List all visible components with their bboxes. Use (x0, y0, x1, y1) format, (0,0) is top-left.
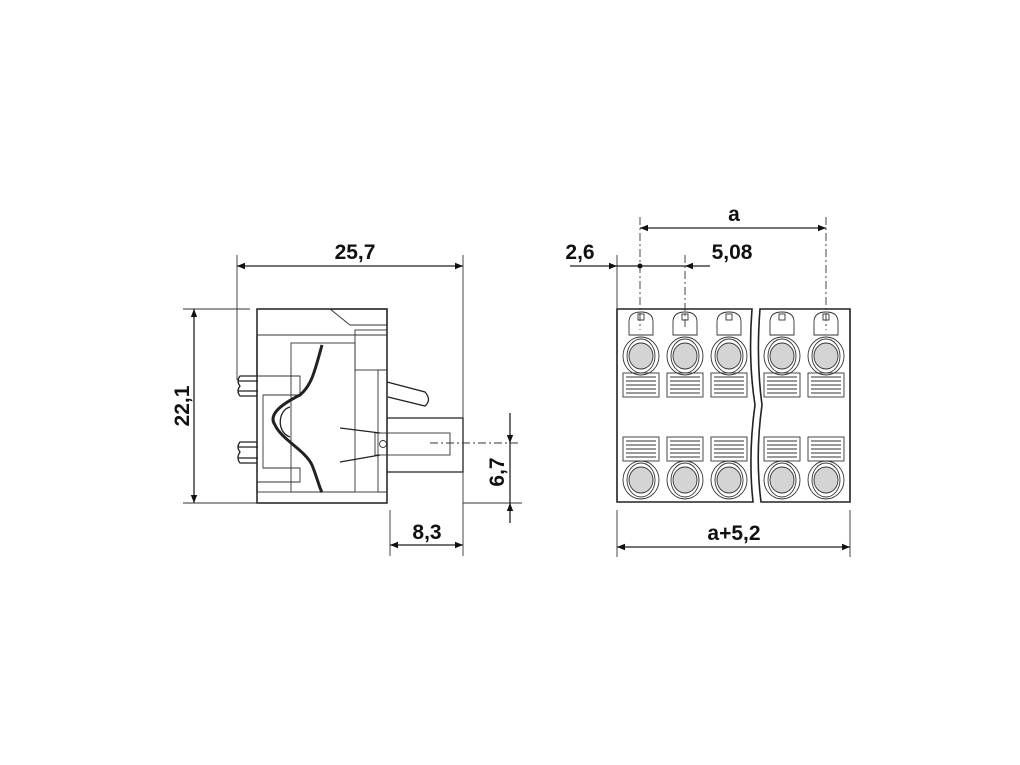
dim-label-edge: 2,6 (565, 241, 594, 264)
upper-rib (237, 375, 257, 397)
wire-entry (716, 342, 742, 370)
marking-grille (622, 436, 660, 462)
marking-grille (763, 436, 801, 462)
marking-grille (807, 436, 845, 462)
marking-grille (666, 436, 704, 462)
wire-entry-ring (807, 336, 845, 376)
front-view: a 2,6 5,08 a+5,2 (565, 203, 851, 557)
lower-rib (237, 441, 257, 464)
wire-entry-ring (763, 336, 801, 376)
wire-entry-inner (626, 462, 656, 498)
dim-label-total: a+5,2 (707, 522, 760, 545)
wire-entry-inner (811, 462, 841, 498)
pin-guides (339, 427, 381, 463)
dim-label-pitch: 5,08 (712, 241, 753, 264)
release-slot (778, 313, 786, 321)
marking-grille (763, 372, 801, 398)
dim-label-a: a (728, 203, 740, 226)
release-button (769, 311, 795, 336)
wire-entry-inner (714, 462, 744, 498)
housing-outline (256, 308, 388, 504)
solder-pin (374, 432, 451, 456)
dim-label-height: 22,1 (171, 385, 194, 426)
release-slot (725, 313, 733, 321)
dim-label-pin-depth: 8,3 (412, 521, 441, 544)
side-view: 25,7 22,1 6,7 8,3 (171, 241, 522, 556)
wire-entry (716, 466, 742, 494)
right-wall-lower (377, 369, 388, 493)
wire-entry-ring (622, 336, 660, 376)
plug-face-section (256, 375, 301, 483)
release-button (716, 311, 742, 336)
latch (386, 381, 430, 407)
wire-entry (813, 466, 839, 494)
cavity-gray (290, 342, 356, 493)
marking-grille (622, 372, 660, 398)
wire-entry-ring (710, 336, 748, 376)
pin-housing-section (387, 417, 464, 473)
wire-entry-inner (670, 462, 700, 498)
contact-clip (279, 406, 291, 438)
spring-contact (271, 344, 324, 494)
marking-grille (666, 372, 704, 398)
marking-grille (710, 436, 748, 462)
wire-entry (672, 342, 698, 370)
marking-grille (710, 372, 748, 398)
wire-entry (628, 342, 654, 370)
wire-entry-ring (666, 336, 704, 376)
release-button (672, 311, 698, 336)
wire-entry (813, 342, 839, 370)
release-slot (637, 313, 645, 321)
dim-label-pin-offset: 6,7 (486, 457, 509, 486)
dim-label-width: 25,7 (335, 241, 376, 264)
wire-entry (672, 466, 698, 494)
release-button (813, 311, 839, 336)
top-wall-section (256, 308, 388, 336)
wire-entry (769, 342, 795, 370)
plug-ribs (238, 380, 258, 459)
wire-entry (628, 466, 654, 494)
wire-entry (769, 466, 795, 494)
dim-dot (637, 263, 643, 269)
release-button (628, 311, 654, 336)
marking-grille (807, 372, 845, 398)
pin-hole (379, 440, 387, 448)
wire-entry-inner (767, 462, 797, 498)
